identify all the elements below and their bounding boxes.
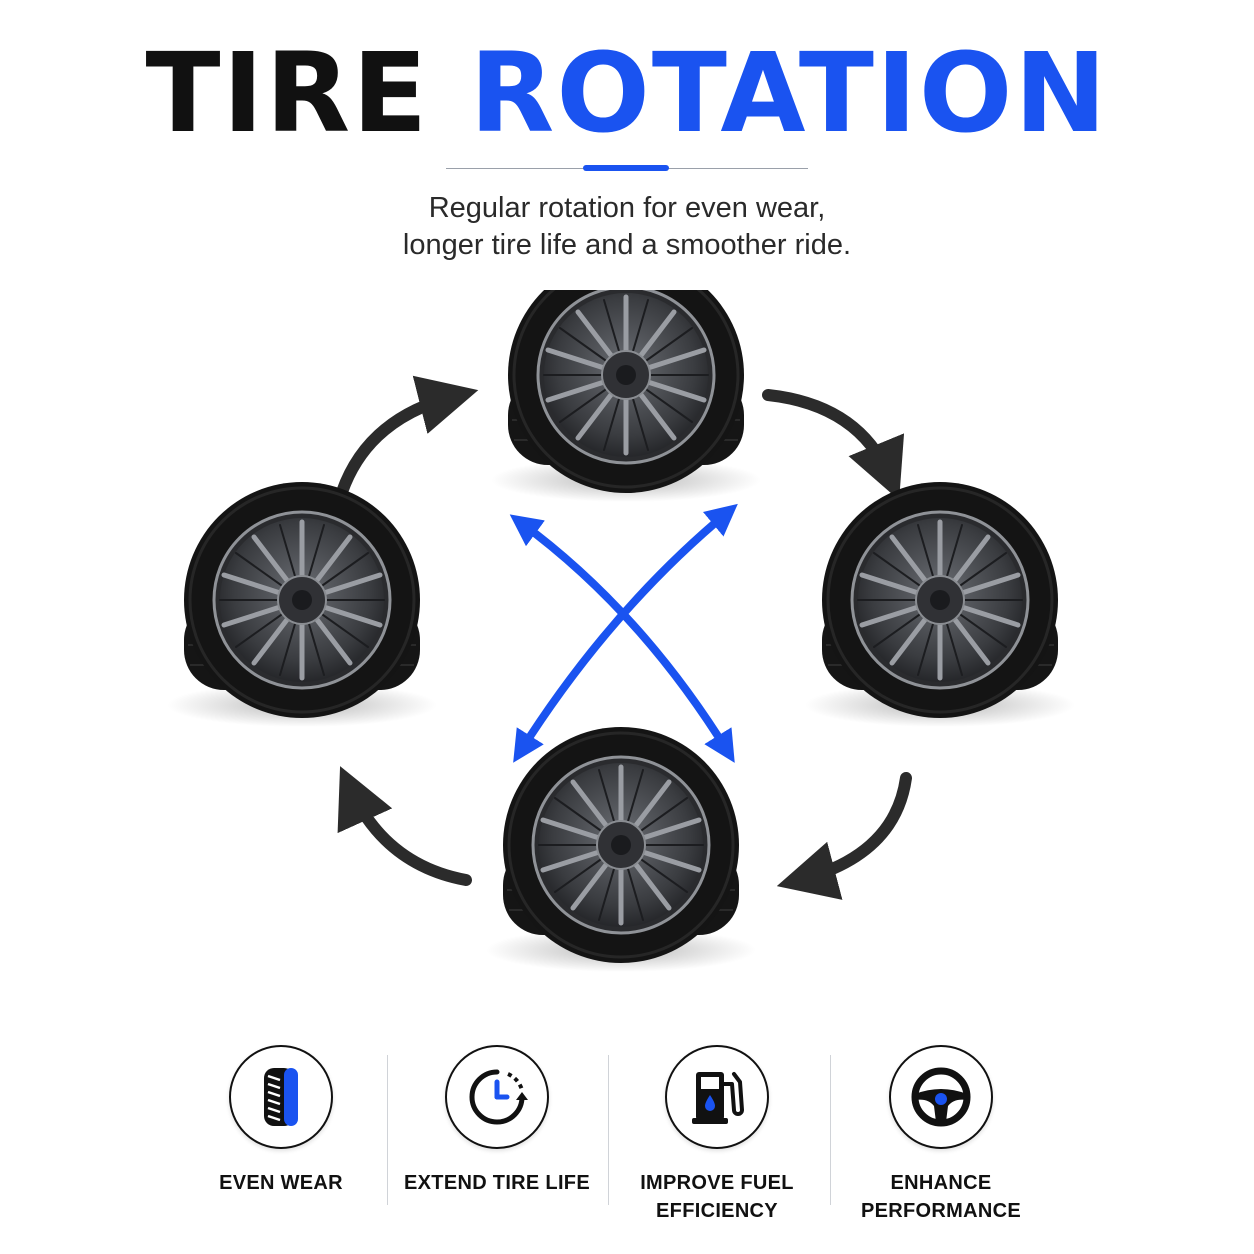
title-word-tire: TIRE <box>145 29 430 157</box>
benefit-divider <box>387 1055 388 1205</box>
subtitle-line-2: longer tire life and a smoother ride. <box>402 229 852 261</box>
benefit-label: EVEN WEAR <box>219 1172 343 1194</box>
subtitle: Regular rotation for even wear, longer t… <box>0 190 1254 264</box>
title-word-rotation: ROTATION <box>469 29 1109 157</box>
arrow-bottom-to-left <box>337 766 472 886</box>
benefit-divider <box>608 1055 609 1205</box>
benefit-label: EXTEND TIRE LIFE <box>404 1172 590 1194</box>
arrow-left-to-top <box>336 375 479 498</box>
subtitle-line-1: Regular rotation for even wear, <box>428 192 826 224</box>
benefit-divider <box>830 1055 831 1205</box>
arrow-right-to-bottom <box>776 772 912 900</box>
rotation-diagram <box>0 290 1254 1040</box>
tire-left <box>167 482 437 727</box>
benefit-enhance-performance: ENHANCE PERFORMANCE <box>830 1045 1052 1225</box>
page-title: TIRE ROTATION <box>0 28 1254 158</box>
benefit-label-line-2: PERFORMANCE <box>861 1200 1021 1222</box>
cross-swap-arrows <box>509 503 738 763</box>
benefit-label-line-1: ENHANCE <box>890 1172 992 1194</box>
fuel-pump-icon <box>665 1045 769 1149</box>
benefit-improve-fuel-efficiency: IMPROVE FUEL EFFICIENCY <box>606 1045 828 1225</box>
blue-arrow-topleft-to-bottomright <box>509 514 735 763</box>
tire-bottom <box>486 727 756 972</box>
benefit-even-wear: EVEN WEAR <box>170 1045 392 1197</box>
benefit-label-line-1: IMPROVE FUEL <box>640 1172 794 1194</box>
steering-wheel-icon <box>889 1045 993 1149</box>
benefit-extend-tire-life: EXTEND TIRE LIFE <box>386 1045 608 1197</box>
benefit-label-line-2: EFFICIENCY <box>656 1200 778 1222</box>
tire-right <box>805 482 1075 727</box>
tire-top <box>491 290 761 502</box>
arrow-top-to-right <box>762 389 905 501</box>
clock-rotation-icon <box>445 1045 549 1149</box>
benefits-row: EVEN WEAR EXTEND TIRE LIFE <box>170 1045 1060 1235</box>
clockwise-arrows <box>336 375 912 900</box>
tire-tread-icon <box>229 1045 333 1149</box>
title-divider-accent <box>583 165 669 171</box>
blue-arrow-topright-to-bottomleft <box>513 503 738 763</box>
